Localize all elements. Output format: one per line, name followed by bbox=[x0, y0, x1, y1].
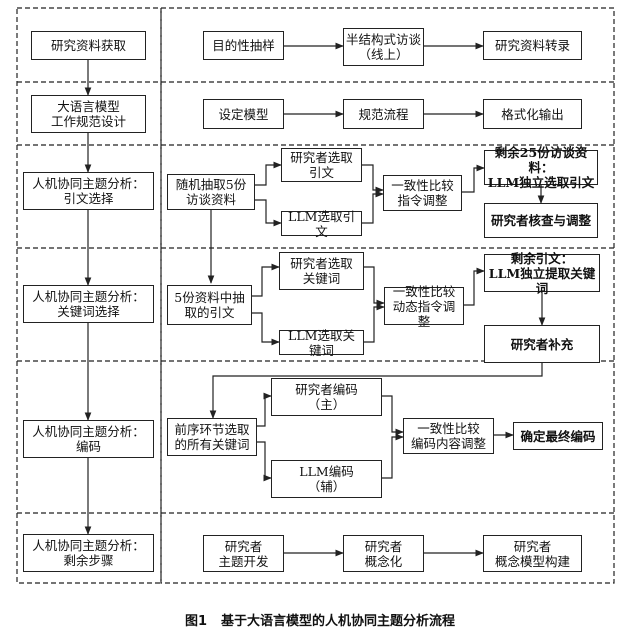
arrow-llm-keywords-to-compare bbox=[364, 303, 385, 343]
step-transcription: 研究资料转录 bbox=[483, 31, 582, 60]
stage-quote-selection: 人机协同主题分析： 引文选择 bbox=[23, 172, 154, 210]
connectors bbox=[84, 42, 546, 557]
step-researcher-supplement: 研究者补充 bbox=[484, 325, 600, 363]
arrow-llm-quotes-to-compare bbox=[362, 190, 384, 224]
step-researcher-coding: 研究者编码 （主） bbox=[271, 378, 382, 416]
figure-title: 基于大语言模型的人机协同主题分析流程 bbox=[221, 614, 456, 629]
step-llm-coding: LLM编码 （辅） bbox=[271, 460, 382, 498]
arrow-quotes5-to-researcher-keywords bbox=[252, 263, 280, 297]
step-final-coding: 确定最终编码 bbox=[513, 422, 603, 450]
stage-llm-spec-design: 大语言模型 工作规范设计 bbox=[31, 95, 146, 133]
step-all-keywords: 前序环节选取 的所有关键词 bbox=[167, 418, 257, 456]
step-format-output: 格式化输出 bbox=[483, 99, 582, 129]
arrow-supplement-to-all-keywords bbox=[209, 363, 543, 419]
step-semi-structured-interview: 半结构式访谈 （线上） bbox=[343, 28, 424, 66]
left-stage-frame bbox=[16, 7, 162, 584]
arrow-llm-coding-to-compare bbox=[382, 433, 404, 479]
figure-number: 图1 bbox=[184, 614, 208, 629]
step-llm-select-keywords: LLM选取关键词 bbox=[279, 328, 364, 358]
step-researcher-select-keywords: 研究者选取 关键词 bbox=[279, 252, 364, 290]
step-purposive-sampling: 目的性抽样 bbox=[203, 31, 284, 60]
step-standardize-process: 规范流程 bbox=[343, 99, 424, 129]
step-consistency-content-adjust: 一致性比较 编码内容调整 bbox=[403, 418, 494, 454]
arrow-compare-to-remaining-quotes bbox=[464, 267, 485, 306]
arrow-keywords-to-researcher-coding bbox=[257, 392, 272, 427]
stage-coding: 人机协同主题分析： 编码 bbox=[23, 420, 154, 458]
arrow-sample-to-researcher-quotes bbox=[255, 161, 282, 186]
arrow-quotes5-to-llm-keywords bbox=[252, 312, 280, 346]
step-quotes-from-5: 5份资料中抽 取的引文 bbox=[167, 285, 252, 325]
arrow-compare-to-remaining25 bbox=[462, 164, 485, 193]
step-consistency-dynamic-adjust: 一致性比较 动态指令调整 bbox=[384, 284, 464, 329]
step-researcher-select-quotes: 研究者选取 引文 bbox=[281, 148, 362, 182]
step-set-model: 设定模型 bbox=[203, 99, 284, 129]
step-remaining-25: 剩余25份访谈资料： LLM独立选取引文 bbox=[484, 145, 598, 190]
stage-keyword-selection: 人机协同主题分析： 关键词选择 bbox=[23, 285, 154, 323]
stage-remaining-steps: 人机协同主题分析： 剩余步骤 bbox=[23, 534, 154, 572]
arrow-researcher-coding-to-compare bbox=[382, 395, 404, 436]
step-theme-development: 研究者 主题开发 bbox=[203, 535, 284, 572]
figure-caption: 图1 基于大语言模型的人机协同主题分析流程 bbox=[0, 610, 640, 629]
step-consistency-prompt-adjust: 一致性比较 指令调整 bbox=[383, 175, 462, 211]
step-llm-select-quotes: LLM选取引文 bbox=[281, 209, 362, 239]
step-concept-model-building: 研究者 概念模型构建 bbox=[483, 535, 582, 572]
arrow-researcher-quotes-to-compare bbox=[362, 164, 384, 194]
step-remaining-quotes: 剩余引文： LLM独立提取关键词 bbox=[484, 251, 600, 296]
step-conceptualization: 研究者 概念化 bbox=[343, 535, 424, 572]
arrow-keywords-to-llm-coding bbox=[257, 441, 272, 482]
stage-data-acquisition: 研究资料获取 bbox=[31, 31, 146, 60]
arrow-sample-to-llm-quotes bbox=[255, 199, 282, 227]
step-researcher-review: 研究者核查与调整 bbox=[484, 203, 598, 238]
step-random-sample: 随机抽取5份 访谈资料 bbox=[167, 174, 255, 210]
right-stage-frame bbox=[160, 7, 615, 584]
arrow-researcher-keywords-to-compare bbox=[364, 266, 385, 307]
